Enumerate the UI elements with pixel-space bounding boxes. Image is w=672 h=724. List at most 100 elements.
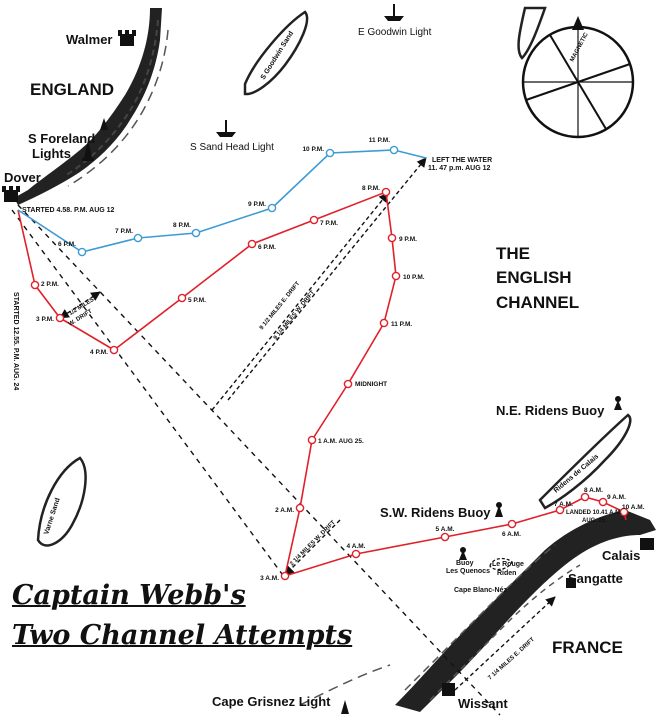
- south-foreland-label-2: Lights: [32, 146, 71, 161]
- sangatte-marker: [566, 578, 576, 588]
- second-attempt-point: [555, 505, 565, 515]
- first-attempt-time-label: 8 P.M.: [173, 222, 191, 229]
- second-attempt-end-label-1: LANDED 10.41 A.M.: [566, 510, 622, 516]
- walmer-castle-icon: [118, 30, 136, 46]
- second-attempt-point: [307, 435, 317, 445]
- rouge-riden-shoal: [489, 557, 513, 571]
- sand-banks: [36, 6, 632, 547]
- england-label: ENGLAND: [30, 80, 115, 99]
- second-attempt-time-label: 10 A.M.: [622, 504, 645, 511]
- second-attempt-time-label: 2 A.M.: [275, 507, 294, 514]
- second-attempt-time-label: 6 P.M.: [258, 244, 276, 251]
- first-attempt-point: [267, 203, 277, 213]
- first-attempt-point: [325, 148, 335, 158]
- east-goodwin-lightship-icon: [384, 4, 404, 21]
- first-attempt-time-label: 10 P.M.: [302, 146, 324, 153]
- second-attempt-line: [17, 190, 627, 578]
- ridens-de-calais-shape: [538, 413, 632, 510]
- france-label: FRANCE: [552, 638, 623, 657]
- first-attempt-start-label: STARTED 4.58. P.M. AUG 12: [22, 207, 115, 214]
- goodwin-north-shape: [517, 6, 547, 60]
- map-title-line1: Captain Webb's: [12, 580, 246, 611]
- second-attempt-time-label: 1 A.M. AUG 25.: [318, 438, 364, 445]
- second-attempt-point: [440, 532, 450, 542]
- compass-north-arrow: [572, 16, 584, 30]
- landmark-icons: [2, 4, 654, 714]
- first-attempt-point: [133, 233, 143, 243]
- sw-ridens-buoy-icon: [495, 502, 503, 517]
- ne-ridens-label: N.E. Ridens Buoy: [496, 403, 605, 418]
- second-attempt-point: [507, 519, 517, 529]
- first-attempt-point: [191, 228, 201, 238]
- first-attempt-time-label: 9 P.M.: [248, 201, 266, 208]
- second-attempt-time-label: 3 A.M.: [260, 575, 279, 582]
- calais-label: Calais: [602, 548, 641, 563]
- ne-ridens-buoy-icon: [614, 396, 622, 410]
- first-attempt-point: [389, 145, 399, 155]
- second-attempt-point: [295, 503, 305, 513]
- second-attempt-time-label: 8 P.M.: [362, 185, 380, 192]
- south-sand-head-lightship-icon: [216, 120, 236, 137]
- second-attempt-point: [381, 187, 391, 197]
- cape-blanc-nez-label: Cape Blanc-Néz: [454, 587, 507, 594]
- second-attempt-time-label: 9 A.M.: [607, 494, 626, 501]
- second-attempt-time-label: 5 A.M.: [436, 526, 455, 533]
- dover-castle-icon: [2, 186, 20, 202]
- second-attempt-time-label: MIDNIGHT: [355, 381, 387, 388]
- channel-label-line2: ENGLISH: [496, 268, 572, 287]
- south-goodwin-sand-shape: [243, 10, 309, 96]
- second-attempt-time-label: 9 P.M.: [399, 236, 417, 243]
- compass-rose: MAGNETIC: [521, 16, 635, 139]
- first-attempt-end-label-2: 11. 47 p.m. AUG 12: [428, 165, 491, 172]
- wissant-marker: [442, 683, 455, 696]
- second-attempt-time-label: 4 P.M.: [90, 349, 108, 356]
- second-attempt-point: [30, 280, 40, 290]
- second-attempt-point: [391, 271, 401, 281]
- second-attempt-point: [109, 345, 119, 355]
- south-foreland-label-1: S Foreland: [28, 131, 96, 146]
- second-attempt-time-label: 4 A.M.: [347, 543, 366, 550]
- first-attempt-route: 6 P.M. 7 P.M. 8 P.M. 9 P.M. 10 P.M. 11 P.M.: [17, 137, 427, 257]
- first-attempt-time-label: 6 P.M.: [58, 241, 76, 248]
- first-attempt-line: [17, 149, 427, 253]
- east-goodwin-label: E Goodwin Light: [358, 27, 432, 38]
- first-attempt-time-label: 7 P.M.: [115, 228, 133, 235]
- second-attempt-time-label: 3 P.M.: [36, 316, 54, 323]
- second-attempt-point: [619, 507, 629, 517]
- walmer-label: Walmer: [66, 32, 113, 47]
- second-attempt-start-label: STARTED 12.55. P.M. AUG. 24: [12, 292, 19, 390]
- south-foreland-lighthouse-icon: [82, 118, 108, 161]
- second-attempt-time-label: 11 P.M.: [391, 321, 412, 328]
- first-attempt-time-label: 11 P.M.: [369, 137, 390, 144]
- varne-sand-shape: [36, 456, 87, 547]
- cape-grisnez-lighthouse-icon: [341, 700, 349, 714]
- second-attempt-end-label-2: AUG. 25: [582, 518, 606, 524]
- second-attempt-point: [343, 379, 353, 389]
- france-coastline: [299, 510, 656, 712]
- rouge-riden-label-2: Riden: [497, 570, 517, 577]
- drift-label-e9: 9 1/2 MILES E. DRIFT: [259, 281, 302, 332]
- first-attempt-point: [77, 247, 87, 257]
- drift-label-e7: 7 1/4 MILES E. DRIFT: [487, 637, 536, 682]
- second-attempt-point: [247, 239, 257, 249]
- dover-label: Dover: [4, 170, 41, 185]
- first-attempt-end-label-1: LEFT THE WATER: [432, 157, 493, 164]
- rouge-riden-label-1: Le Rouge: [492, 561, 524, 568]
- second-attempt-point: [351, 549, 361, 559]
- sw-ridens-label: S.W. Ridens Buoy: [380, 505, 491, 520]
- second-attempt-time-label: 7 A.M.: [554, 501, 573, 508]
- second-attempt-point: [598, 497, 608, 507]
- quenocs-buoy-icon: [459, 547, 467, 560]
- second-attempt-point: [177, 293, 187, 303]
- second-attempt-time-label: 6 A.M.: [502, 531, 521, 538]
- second-attempt-point: [580, 492, 590, 502]
- quenocs-label-2: Les Quenocs: [446, 568, 490, 575]
- map-title-line2: Two Channel Attempts: [12, 620, 353, 651]
- second-attempt-time-label: 10 P.M.: [403, 274, 425, 281]
- dashed-route-lines: [11, 204, 501, 716]
- channel-label-line1: THE: [496, 244, 530, 263]
- drift-arrows: [59, 157, 556, 691]
- second-attempt-time-label: 2 P.M.: [41, 281, 59, 288]
- second-attempt-point: [280, 571, 290, 581]
